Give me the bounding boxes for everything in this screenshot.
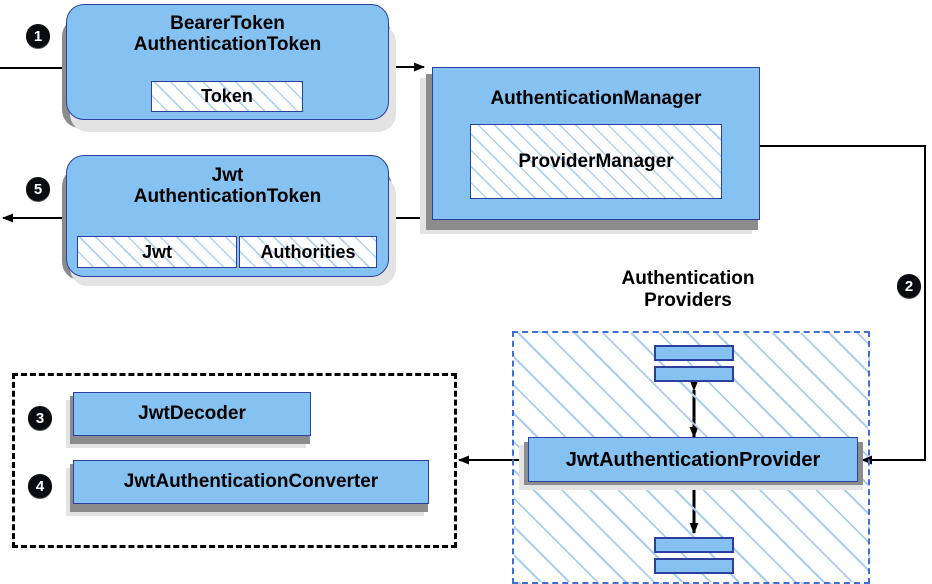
step-bullet-4: 4 bbox=[28, 474, 52, 498]
slot-jwt: Jwt bbox=[77, 236, 237, 268]
jwt-token-card[interactable]: Jwt AuthenticationToken Jwt Authorities bbox=[66, 155, 389, 277]
arrow-manager-to-provider bbox=[760, 145, 926, 465]
provider-stub-bottom-1 bbox=[654, 537, 734, 553]
jwt-authentication-converter-card[interactable]: JwtAuthenticationConverter bbox=[73, 460, 429, 504]
step-bullet-2: 2 bbox=[897, 274, 921, 298]
authentication-providers-label: Authentication Providers bbox=[588, 268, 788, 311]
providers-label-line1: Authentication bbox=[621, 268, 755, 289]
authentication-manager-card[interactable]: AuthenticationManager ProviderManager bbox=[432, 67, 760, 220]
slot-provider-manager: ProviderManager bbox=[470, 124, 722, 199]
jwt-token-title-line1: Jwt bbox=[211, 165, 244, 186]
slot-authorities: Authorities bbox=[239, 236, 377, 268]
authentication-manager-title: AuthenticationManager bbox=[490, 88, 702, 109]
bearer-token-title-line1: BearerToken bbox=[170, 13, 285, 34]
provider-stub-top-1 bbox=[654, 345, 734, 361]
jwt-support-container bbox=[12, 373, 457, 548]
providers-label-line2: Providers bbox=[644, 289, 732, 311]
slot-token: Token bbox=[151, 81, 303, 112]
jwt-authentication-provider-card[interactable]: JwtAuthenticationProvider bbox=[528, 437, 858, 482]
step-bullet-5: 5 bbox=[26, 177, 50, 201]
jwt-token-title-line2: AuthenticationToken bbox=[133, 186, 322, 207]
step-bullet-1: 1 bbox=[26, 24, 50, 48]
jwt-decoder-label: JwtDecoder bbox=[138, 403, 246, 424]
jwt-authentication-provider-label: JwtAuthenticationProvider bbox=[565, 449, 821, 471]
jwt-decoder-card[interactable]: JwtDecoder bbox=[73, 392, 311, 436]
bearer-token-title-line2: AuthenticationToken bbox=[133, 34, 322, 55]
provider-stub-bottom-2 bbox=[654, 558, 734, 574]
provider-stub-top-2 bbox=[654, 366, 734, 382]
jwt-authentication-converter-label: JwtAuthenticationConverter bbox=[123, 471, 379, 492]
bearer-token-card[interactable]: BearerToken AuthenticationToken Token bbox=[66, 4, 389, 120]
step-bullet-3: 3 bbox=[28, 406, 52, 430]
